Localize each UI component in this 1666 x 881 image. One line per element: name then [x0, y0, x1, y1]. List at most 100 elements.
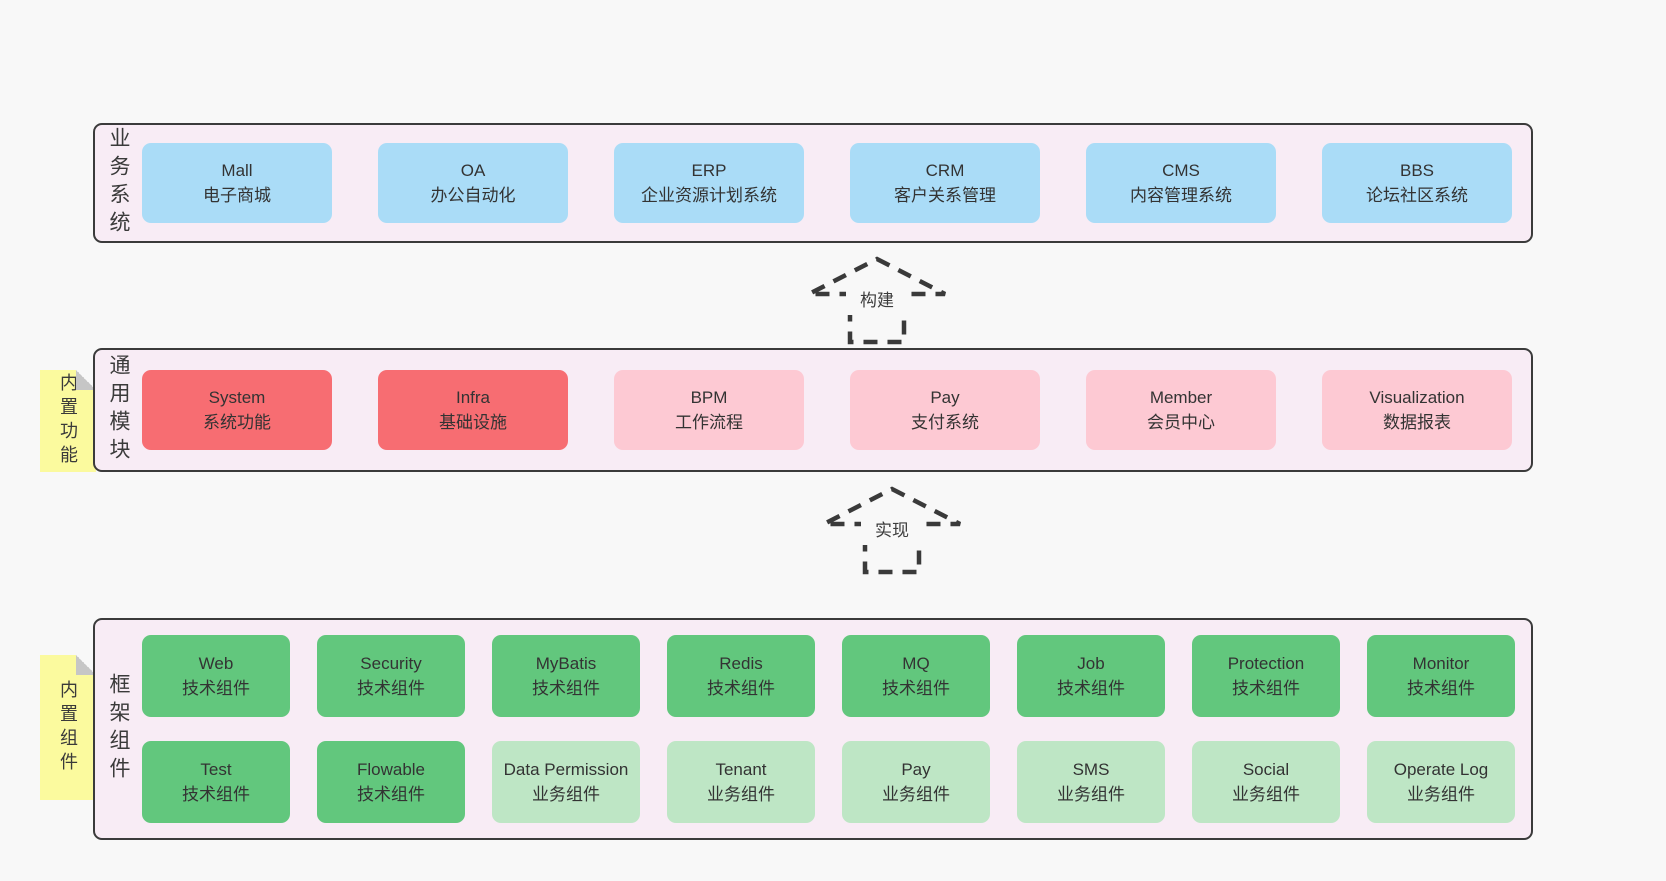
component-box-tenant: Tenant 业务组件	[667, 741, 815, 823]
box-subtitle: 技术组件	[1407, 679, 1475, 698]
box-title: Security	[360, 653, 422, 673]
box-subtitle: 业务组件	[532, 785, 600, 804]
box-title: System	[208, 387, 266, 407]
component-box-flowable: Flowable 技术组件	[317, 741, 465, 823]
box-subtitle: 企业资源计划系统	[641, 186, 777, 205]
box-title: OA	[460, 160, 486, 180]
box-subtitle: 技术组件	[182, 679, 250, 698]
component-box-web: Web 技术组件	[142, 635, 290, 717]
arrow-label-backing	[861, 515, 923, 545]
box-subtitle: 支付系统	[911, 413, 979, 432]
component-box-data-permission: Data Permission 业务组件	[492, 741, 640, 823]
panel-label: 业务系统	[107, 127, 130, 239]
component-box-operate-log: Operate Log 业务组件	[1367, 741, 1515, 823]
module-box-infra: Infra 基础设施	[378, 370, 568, 450]
folded-corner-icon	[76, 370, 96, 390]
component-box-sms: SMS 业务组件	[1017, 741, 1165, 823]
box-subtitle: 业务组件	[707, 785, 775, 804]
component-box-social: Social 业务组件	[1192, 741, 1340, 823]
box-title: MyBatis	[535, 653, 597, 673]
box-title: Flowable	[356, 759, 426, 779]
box-title: Operate Log	[1393, 759, 1489, 779]
box-subtitle: 业务组件	[882, 785, 950, 804]
builtin-components-tab: 内置组件	[40, 655, 96, 800]
box-title: Protection	[1227, 653, 1305, 673]
component-box-protection: Protection 技术组件	[1192, 635, 1340, 717]
folded-corner-icon	[76, 655, 96, 675]
box-subtitle: 技术组件	[1232, 679, 1300, 698]
module-box-system: System 系统功能	[142, 370, 332, 450]
system-box-cms: CMS 内容管理系统	[1086, 143, 1276, 223]
box-title: Web	[198, 653, 234, 673]
box-subtitle: 系统功能	[203, 413, 271, 432]
system-box-mall: Mall 电子商城	[142, 143, 332, 223]
box-title: Visualization	[1369, 387, 1465, 407]
component-box-mybatis: MyBatis 技术组件	[492, 635, 640, 717]
box-title: Tenant	[715, 759, 767, 779]
module-box-visualization: Visualization 数据报表	[1322, 370, 1512, 450]
box-subtitle: 业务组件	[1057, 785, 1125, 804]
box-title: Pay	[930, 387, 960, 407]
box-subtitle: 工作流程	[675, 413, 743, 432]
biz-components-row: Test 技术组件 Flowable 技术组件 Data Permission …	[142, 741, 1515, 823]
box-subtitle: 会员中心	[1147, 413, 1215, 432]
box-title: Mall	[221, 160, 253, 180]
framework-components-grid: Web 技术组件 Security 技术组件 MyBatis 技术组件 Redi…	[142, 635, 1515, 823]
common-modules-panel: 通用模块 System 系统功能 Infra 基础设施 BPM 工作流程 Pay…	[93, 348, 1533, 472]
box-subtitle: 业务组件	[1407, 785, 1475, 804]
box-subtitle: 技术组件	[882, 679, 950, 698]
builtin-components-tab-label: 内置组件	[58, 679, 78, 776]
box-title: CMS	[1162, 160, 1200, 180]
box-title: BBS	[1399, 160, 1435, 180]
panel-label: 框架组件	[107, 673, 130, 785]
box-title: SMS	[1072, 759, 1110, 779]
business-systems-row: Mall 电子商城 OA 办公自动化 ERP 企业资源计划系统 CRM 客户关系…	[142, 143, 1512, 223]
box-subtitle: 办公自动化	[430, 186, 516, 205]
box-subtitle: 论坛社区系统	[1366, 186, 1468, 205]
system-box-erp: ERP 企业资源计划系统	[614, 143, 804, 223]
module-box-bpm: BPM 工作流程	[614, 370, 804, 450]
box-subtitle: 内容管理系统	[1130, 186, 1232, 205]
component-box-pay: Pay 业务组件	[842, 741, 990, 823]
box-title: ERP	[691, 160, 727, 180]
component-box-job: Job 技术组件	[1017, 635, 1165, 717]
box-subtitle: 技术组件	[357, 679, 425, 698]
box-title: Test	[200, 759, 232, 779]
box-subtitle: 基础设施	[439, 413, 507, 432]
box-subtitle: 数据报表	[1383, 413, 1451, 432]
box-title: Redis	[719, 653, 763, 673]
component-box-redis: Redis 技术组件	[667, 635, 815, 717]
component-box-monitor: Monitor 技术组件	[1367, 635, 1515, 717]
business-systems-panel: 业务系统 Mall 电子商城 OA 办公自动化 ERP 企业资源计划系统 CRM…	[93, 123, 1533, 243]
box-title: Member	[1149, 387, 1213, 407]
box-title: MQ	[902, 653, 930, 673]
arrow-label: 实现	[875, 521, 909, 540]
module-box-member: Member 会员中心	[1086, 370, 1276, 450]
box-subtitle: 业务组件	[1232, 785, 1300, 804]
box-subtitle: 客户关系管理	[894, 186, 996, 205]
module-box-pay: Pay 支付系统	[850, 370, 1040, 450]
implement-arrow: 实现	[822, 486, 962, 575]
box-title: Data Permission	[503, 759, 629, 779]
component-box-security: Security 技术组件	[317, 635, 465, 717]
system-box-crm: CRM 客户关系管理	[850, 143, 1040, 223]
box-subtitle: 技术组件	[1057, 679, 1125, 698]
box-subtitle: 技术组件	[182, 785, 250, 804]
box-title: CRM	[925, 160, 965, 180]
builtin-features-tab-label: 内置功能	[58, 373, 78, 469]
box-subtitle: 技术组件	[707, 679, 775, 698]
box-title: Monitor	[1412, 653, 1470, 673]
box-title: Pay	[901, 759, 931, 779]
framework-components-panel: 框架组件 Web 技术组件 Security 技术组件 MyBatis 技术组件…	[93, 618, 1533, 840]
box-subtitle: 电子商城	[203, 186, 271, 205]
arrow-label: 构建	[860, 291, 894, 310]
box-title: Job	[1077, 653, 1105, 673]
box-subtitle: 技术组件	[357, 785, 425, 804]
system-box-bbs: BBS 论坛社区系统	[1322, 143, 1512, 223]
system-box-oa: OA 办公自动化	[378, 143, 568, 223]
box-subtitle: 技术组件	[532, 679, 600, 698]
component-box-mq: MQ 技术组件	[842, 635, 990, 717]
builtin-features-tab: 内置功能	[40, 370, 96, 472]
arrow-label-backing	[846, 285, 908, 315]
